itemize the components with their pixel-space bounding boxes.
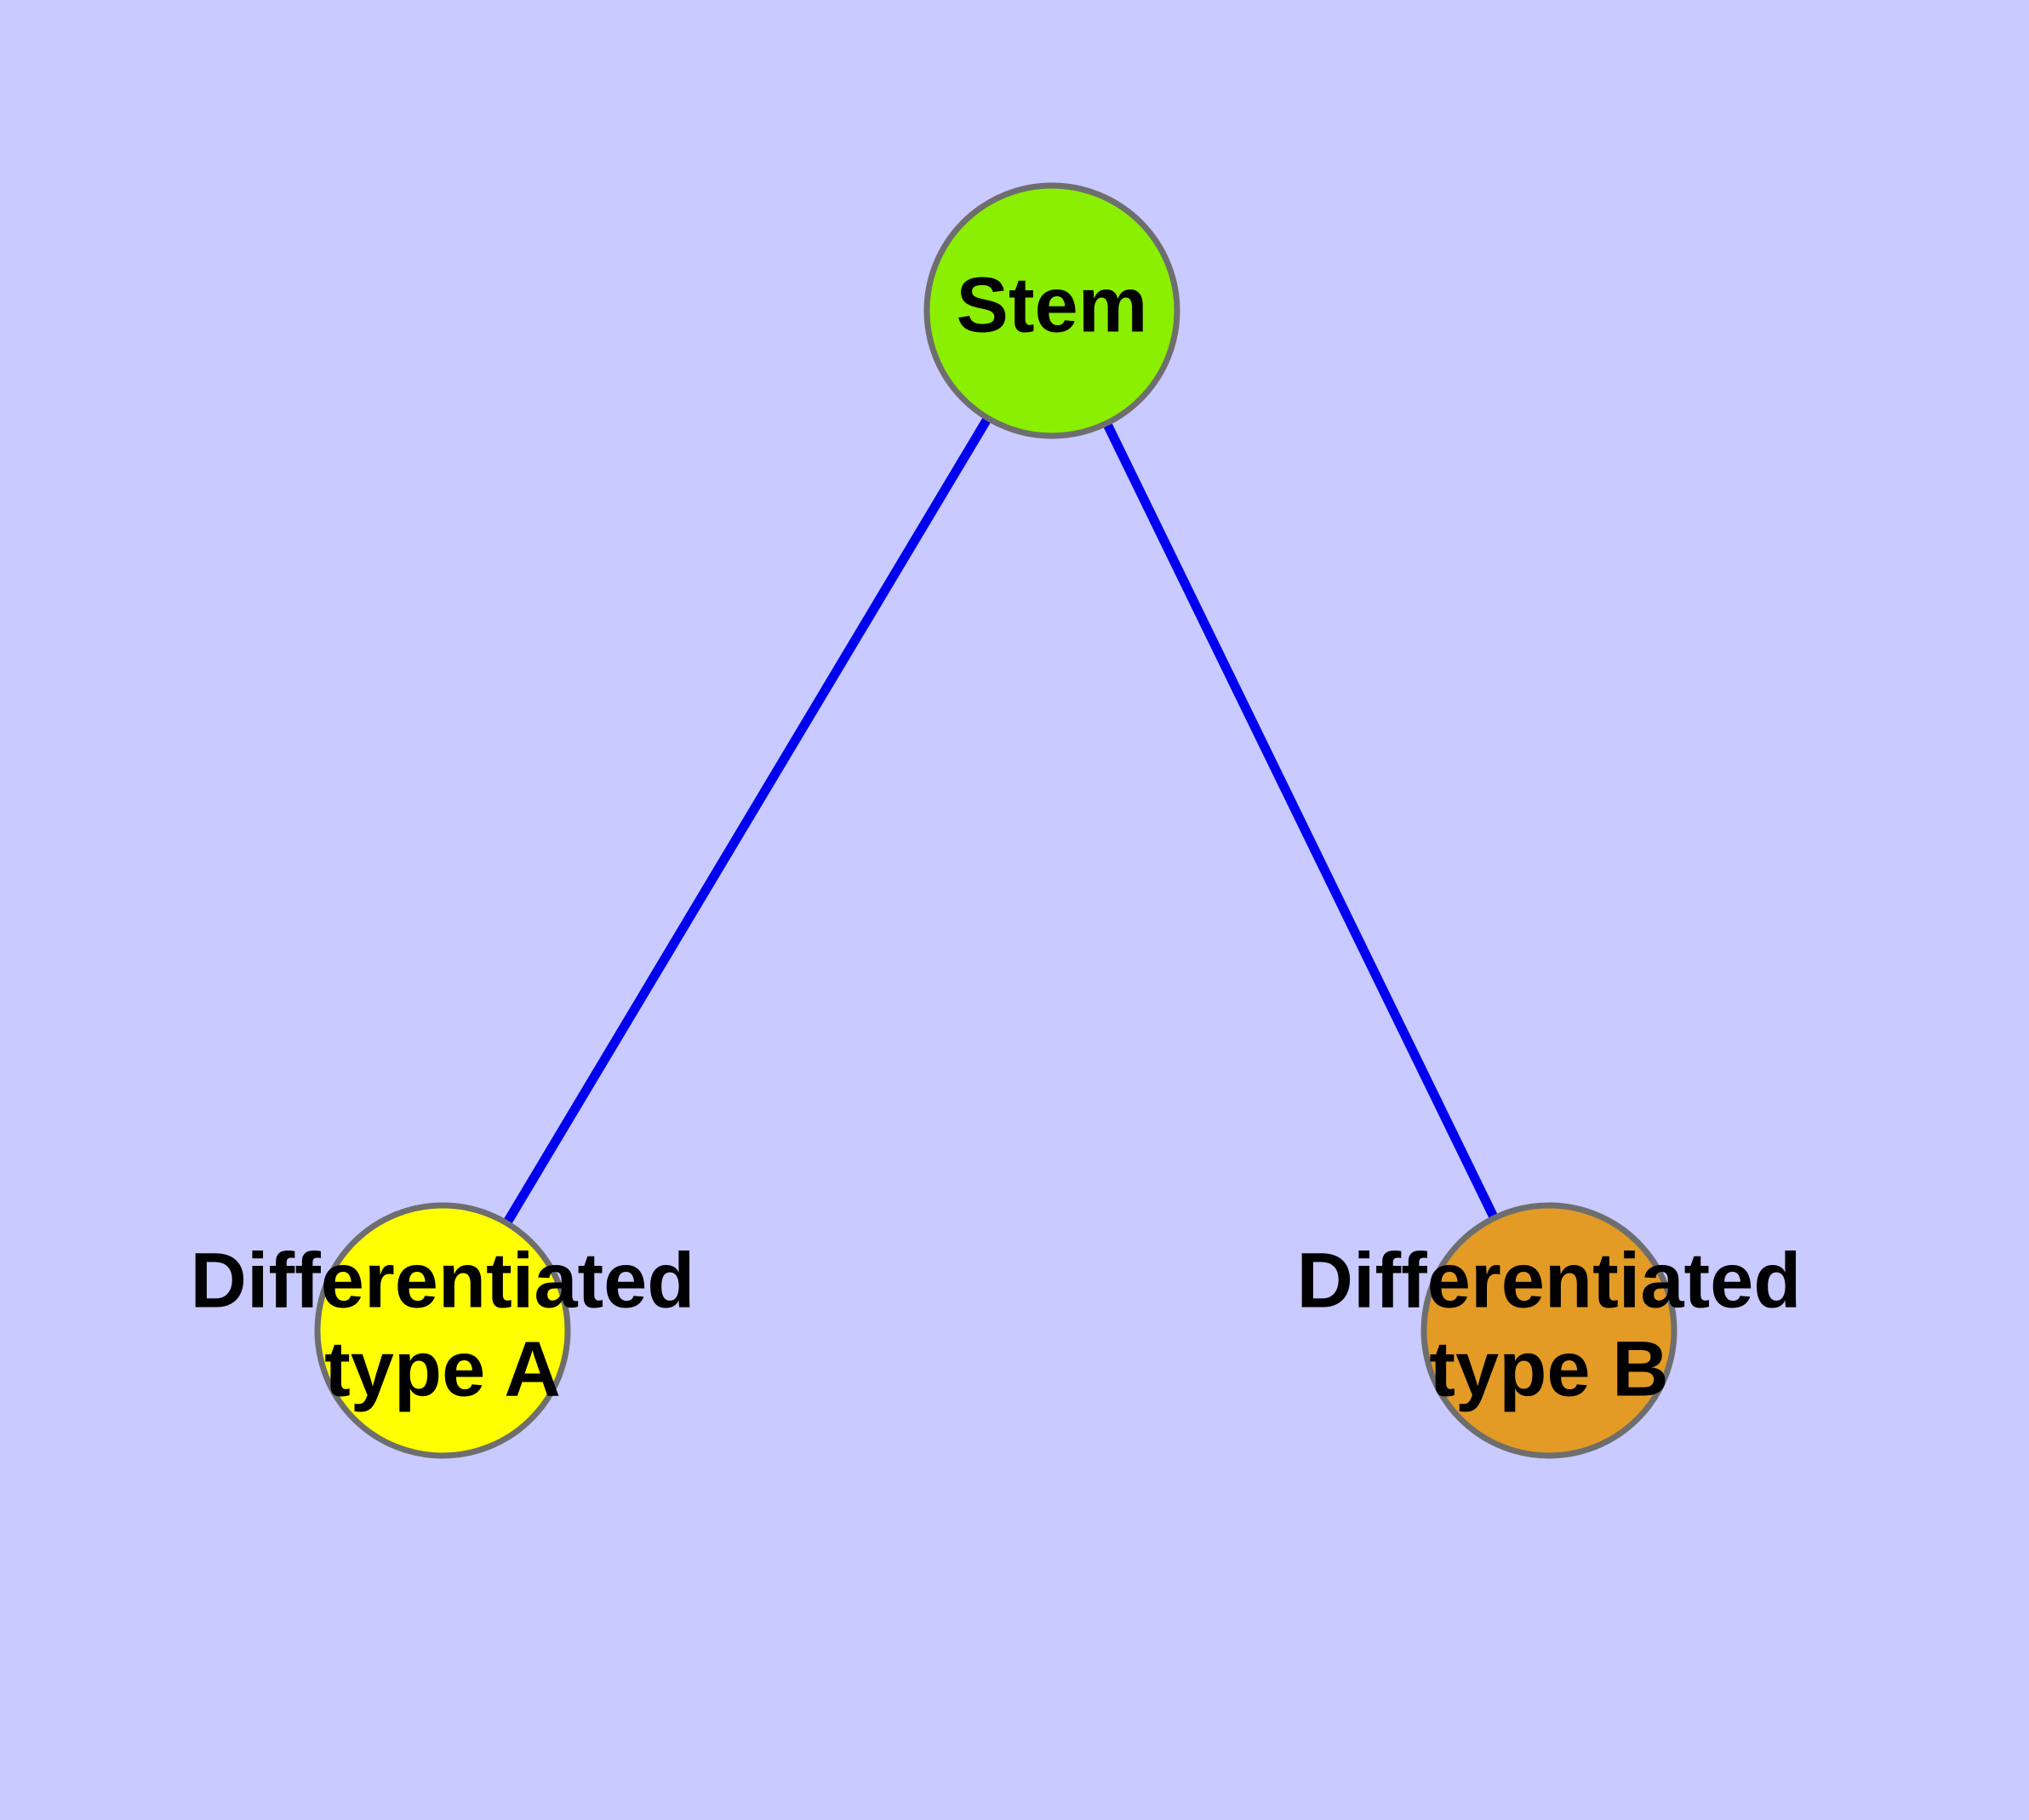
edge-stem-to-diff-b[interactable] xyxy=(1048,308,1553,1333)
node-circle-stem[interactable] xyxy=(923,182,1180,439)
node-stem[interactable] xyxy=(923,182,1180,439)
node-label-line: Stem xyxy=(957,261,1148,348)
node-diff-a[interactable] xyxy=(314,1202,571,1459)
node-label-stem: Stem xyxy=(957,261,1148,348)
node-circle-diff-b[interactable] xyxy=(1420,1202,1677,1459)
node-label-line: Differentiated xyxy=(1297,1237,1802,1324)
node-label-line: Differentiated xyxy=(191,1237,695,1324)
edges-layer xyxy=(438,308,1553,1333)
node-diff-b[interactable] xyxy=(1420,1202,1677,1459)
node-label-line: type A xyxy=(324,1325,561,1412)
node-label-line: type B xyxy=(1429,1325,1668,1412)
node-circle-diff-a[interactable] xyxy=(314,1202,571,1459)
edge-stem-to-diff-a[interactable] xyxy=(438,308,1056,1333)
